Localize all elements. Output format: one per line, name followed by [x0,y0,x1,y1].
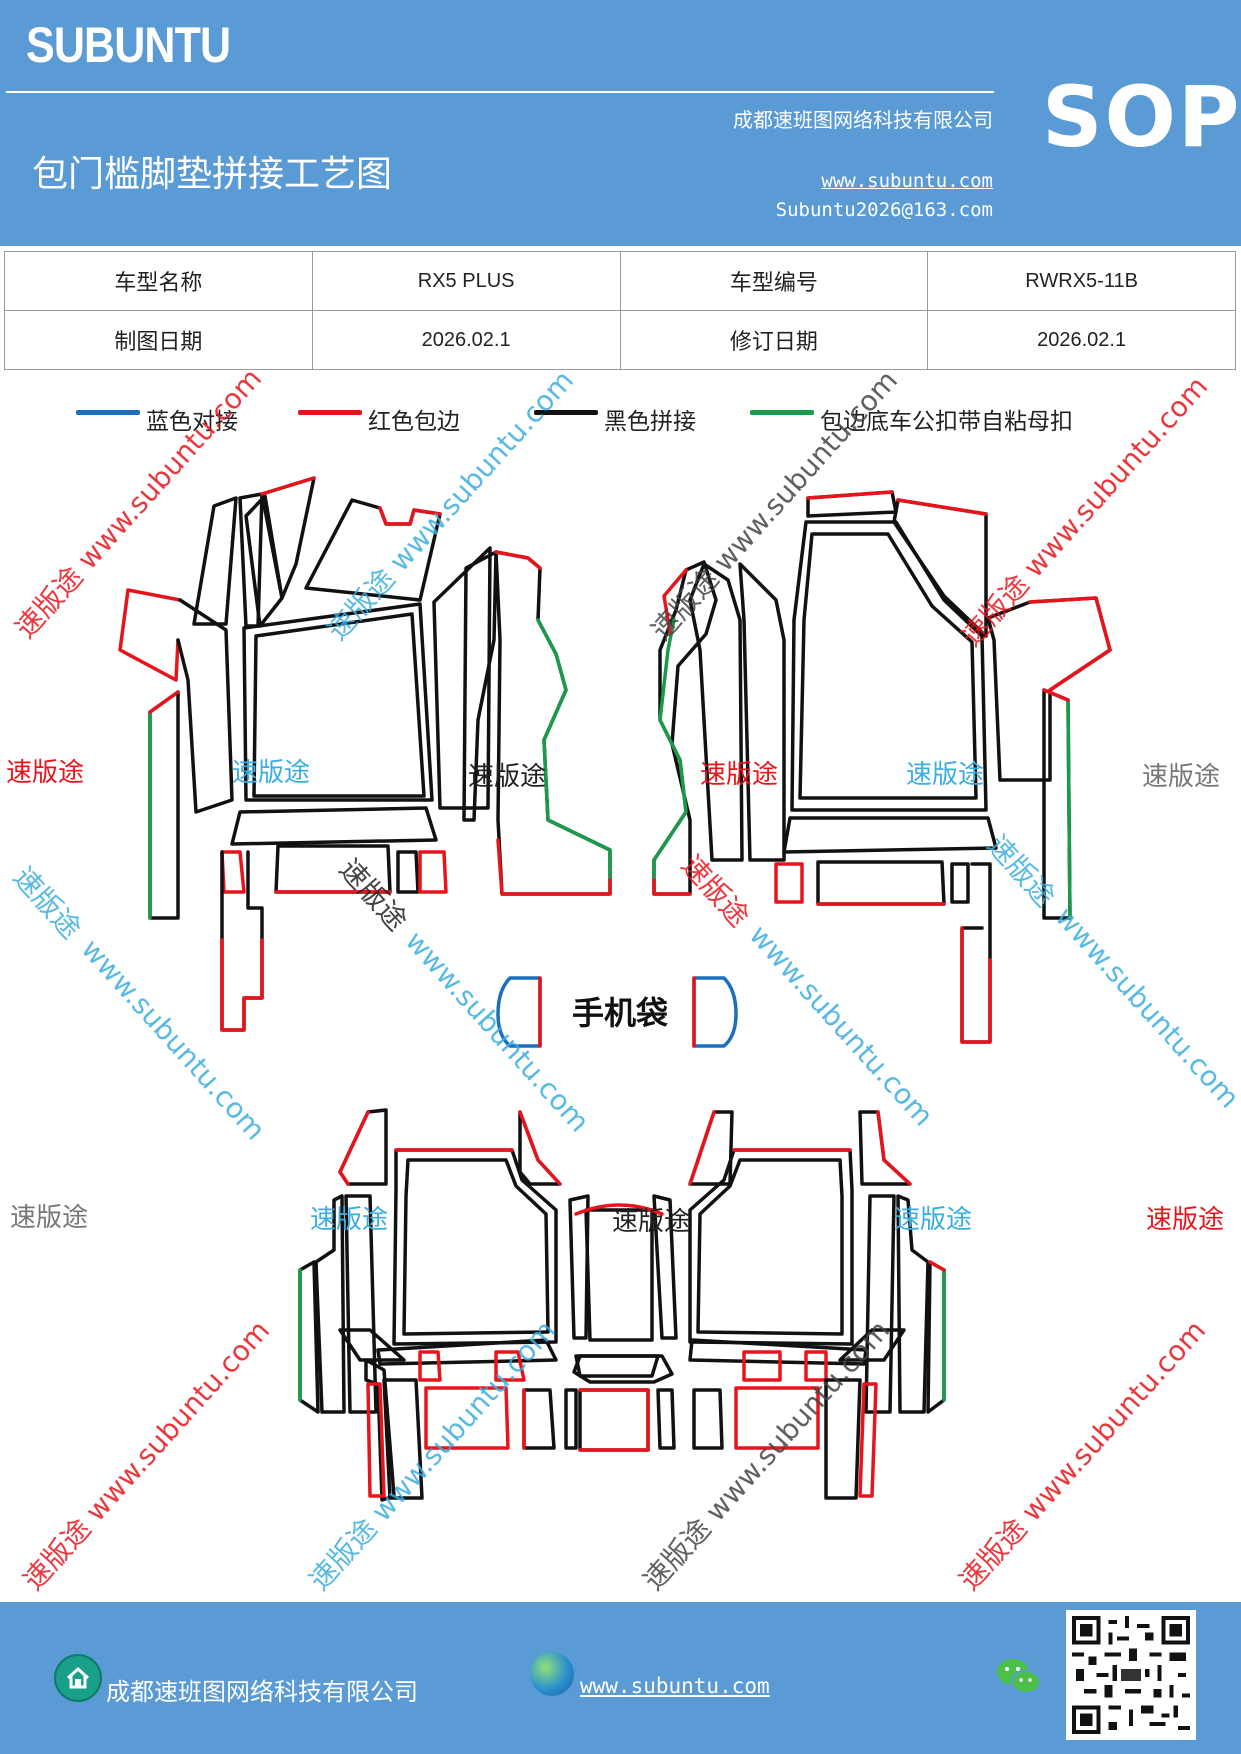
front-right-mat [652,490,1112,1044]
legend-label: 蓝色对接 [146,409,238,435]
legend-label: 包边底车公扣带自粘母扣 [820,409,1073,435]
company-name: 成都速班图网络科技有限公司 [733,108,993,132]
draw-date-value: 2026.02.1 [311,310,621,370]
email-address: Subuntu2026@163.com [775,199,993,221]
draw-date-label: 制图日期 [4,310,313,370]
page-title: 包门槛脚垫拼接工艺图 [32,154,393,195]
footer-website-link[interactable]: www.subuntu.com [580,1674,770,1698]
website-link[interactable]: www.subuntu.com [821,170,993,192]
legend-label: 红色包边 [368,409,460,435]
model-name-label: 车型名称 [4,251,313,311]
revise-date-value: 2026.02.1 [927,310,1236,370]
legend-swatch [298,409,362,415]
revise-date-label: 修订日期 [619,310,929,370]
legend-swatch [750,409,814,415]
model-name-value: RX5 PLUS [311,251,621,311]
legend-item-blue: 蓝色对接 [76,402,238,436]
home-icon [54,1654,102,1702]
legend-swatch [76,409,140,415]
table-row: 制图日期 2026.02.1 修订日期 2026.02.1 [4,310,1236,370]
header-band: SUBUNTU 成都速班图网络科技有限公司 包门槛脚垫拼接工艺图 www.sub… [0,0,1241,246]
legend-label: 黑色拼接 [604,409,696,435]
rear-mat [298,1108,946,1502]
color-legend: 蓝色对接 红色包边 黑色拼接 包边底车公扣带自粘母扣 [0,402,1241,438]
footer-band: 成都速班图网络科技有限公司 www.subuntu.com [0,1602,1241,1754]
qr-code [1066,1610,1196,1740]
legend-item-black: 黑色拼接 [534,402,696,436]
legend-item-red: 红色包边 [298,402,460,436]
legend-swatch [534,409,598,415]
table-row: 车型名称 RX5 PLUS 车型编号 RWRX5-11B [4,251,1236,311]
floor-mat-diagram: 手机袋 [118,476,1112,1502]
footer-company: 成都速班图网络科技有限公司 [106,1678,418,1706]
model-code-label: 车型编号 [619,251,929,311]
wechat-icon[interactable] [996,1656,1042,1698]
brand-logo: SUBUNTU [26,17,231,73]
legend-item-green: 包边底车公扣带自粘母扣 [750,402,1073,436]
phone-bag [496,976,738,1048]
header-divider [6,91,994,93]
info-table: 车型名称 RX5 PLUS 车型编号 RWRX5-11B 制图日期 2026.0… [4,251,1236,370]
globe-icon [530,1652,574,1696]
front-left-mat [118,476,612,1032]
phone-bag-label: 手机袋 [572,994,668,1032]
sop-label: SOP [1042,68,1241,166]
model-code-value: RWRX5-11B [927,251,1236,311]
